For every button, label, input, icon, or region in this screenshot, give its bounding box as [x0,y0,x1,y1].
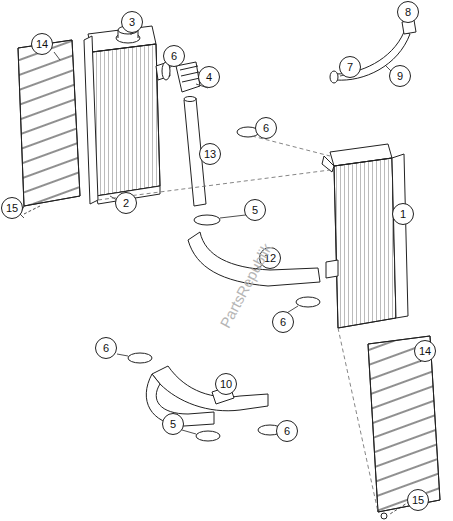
callout-number: 6 [276,420,298,442]
callout-number: 7 [339,56,361,78]
callout-number: 6 [255,117,277,139]
callout-number: 14 [31,33,53,55]
callout-number: 6 [163,45,185,67]
callout-number: 15 [1,197,23,219]
callout-number: 6 [272,311,294,333]
callout-number: 4 [198,66,220,88]
callout-number: 10 [215,373,237,395]
callout-number: 3 [121,11,143,33]
callout-number: 8 [397,1,419,23]
callout-number: 13 [199,143,221,165]
callout-number: 5 [162,413,184,435]
callout-number: 2 [115,192,137,214]
callout-number: 9 [389,65,411,87]
callout-number: 15 [407,489,429,511]
callout-number: 1 [392,203,414,225]
callout-number: 5 [244,199,266,221]
callout-number: 6 [95,337,117,359]
callout-number: 14 [414,340,436,362]
